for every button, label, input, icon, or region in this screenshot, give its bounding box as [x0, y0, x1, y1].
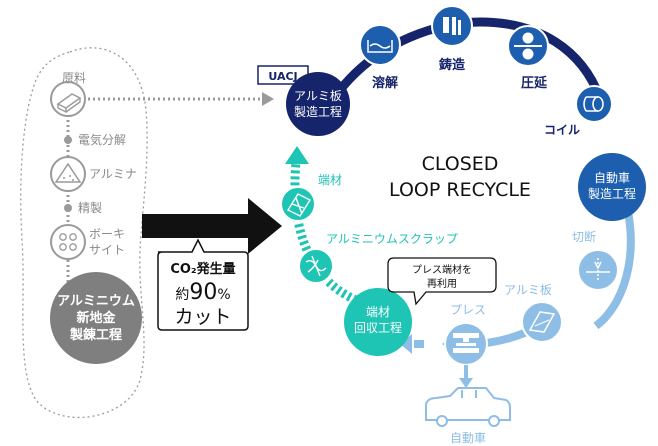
- scrap-icon: [305, 255, 327, 277]
- press-node: [444, 322, 488, 366]
- cutting-node: [577, 249, 619, 291]
- bauxite-node: [50, 224, 86, 260]
- sheet-process-line2: 製造工程: [294, 104, 342, 119]
- scrap-process-line2: 回収工程: [354, 320, 402, 335]
- ingot-icon: [56, 93, 82, 114]
- scrap-process-line1: 端材: [366, 305, 390, 319]
- smelting-node: アルミニウム 新地金 製錬工程: [50, 272, 142, 364]
- title-line1: CLOSED: [422, 153, 499, 175]
- chain-dot: [64, 204, 72, 212]
- rolling-label: 圧延: [521, 75, 548, 91]
- auto-process-line2: 製造工程: [588, 186, 636, 201]
- alumina-pile-icon: [54, 162, 82, 183]
- casting-icon: [443, 17, 461, 35]
- scrap-label: アルミニウムスクラップ: [326, 232, 458, 246]
- press-label: プレス: [450, 303, 486, 317]
- electrolysis-label: 電気分解: [78, 132, 126, 147]
- reuse-callout: プレス端材を 再利用: [387, 257, 497, 306]
- auto-process-node: 自動車 製造工程: [578, 153, 646, 221]
- co2-label-line2: 約90%: [175, 280, 230, 305]
- co2-label-line3: カット: [174, 306, 231, 328]
- co2-label-line1: CO₂発生量: [170, 261, 235, 277]
- bauxite-label-line1: ボーキ: [89, 227, 125, 241]
- melting-label: 溶解: [372, 75, 398, 91]
- melting-node: [359, 24, 401, 66]
- casting-node: [431, 5, 473, 47]
- scrap-arrowhead: [400, 334, 412, 354]
- automobile-label: 自動車: [450, 431, 486, 445]
- auto-process-line1: 自動車: [594, 171, 630, 185]
- sheet-icon: [528, 311, 556, 333]
- aluminum-sheet-node: [521, 301, 563, 343]
- smelting-label-line1: アルミニウム: [57, 294, 135, 309]
- coil-label: コイル: [544, 123, 580, 137]
- sheet-process-node: アルミ板 製造工程: [286, 72, 350, 136]
- title-line2: LOOP RECYCLE: [389, 179, 531, 201]
- raw-material-arrowhead: [262, 92, 274, 106]
- smelting-label-line3: 製錬工程: [69, 327, 122, 343]
- smelting-label-line2: 新地金: [76, 310, 116, 326]
- refining-label: 精製: [78, 201, 102, 215]
- cutting-icon: [586, 258, 610, 282]
- callout-line2: 再利用: [427, 278, 457, 290]
- co2-callout: CO₂発生量 約90% カット: [157, 238, 249, 331]
- chain-dot: [64, 136, 72, 144]
- press-icon: [453, 333, 479, 353]
- alumina-node: [50, 156, 86, 192]
- offcut-icon: [286, 193, 312, 217]
- raw-material-node: [50, 81, 86, 117]
- coil-node: [575, 85, 613, 123]
- aluminum-sheet-label: アルミ板: [504, 283, 552, 297]
- melting-icon: [367, 40, 393, 53]
- scrap-process-node: 端材 回収工程: [344, 288, 412, 356]
- rolling-icon: [514, 32, 542, 60]
- offcut-label: 端材: [318, 173, 342, 187]
- alumina-label: アルミナ: [89, 167, 137, 181]
- offcut-node: [280, 186, 316, 222]
- car-arrowhead: [459, 378, 473, 388]
- legacy-process-boundary: [20, 47, 148, 419]
- scrap-arrowhead-up: [285, 146, 309, 164]
- raw-material-label: 原料: [62, 71, 86, 85]
- casting-label: 鋳造: [439, 57, 466, 73]
- scrap-arc: [290, 161, 358, 305]
- scrap-node: [298, 248, 334, 284]
- bauxite-icon: [59, 233, 77, 251]
- uacj-tag-label: UACJ: [268, 70, 297, 83]
- coil-icon: [583, 96, 604, 112]
- rolling-node: [507, 25, 549, 67]
- co2-reduction-arrow: [142, 198, 282, 254]
- cutting-label: 切断: [572, 229, 596, 244]
- bauxite-label-line2: サイト: [89, 243, 125, 257]
- sheet-process-line1: アルミ板: [294, 89, 342, 103]
- car-icon: [425, 387, 511, 427]
- callout-line1: プレス端材を: [412, 263, 472, 276]
